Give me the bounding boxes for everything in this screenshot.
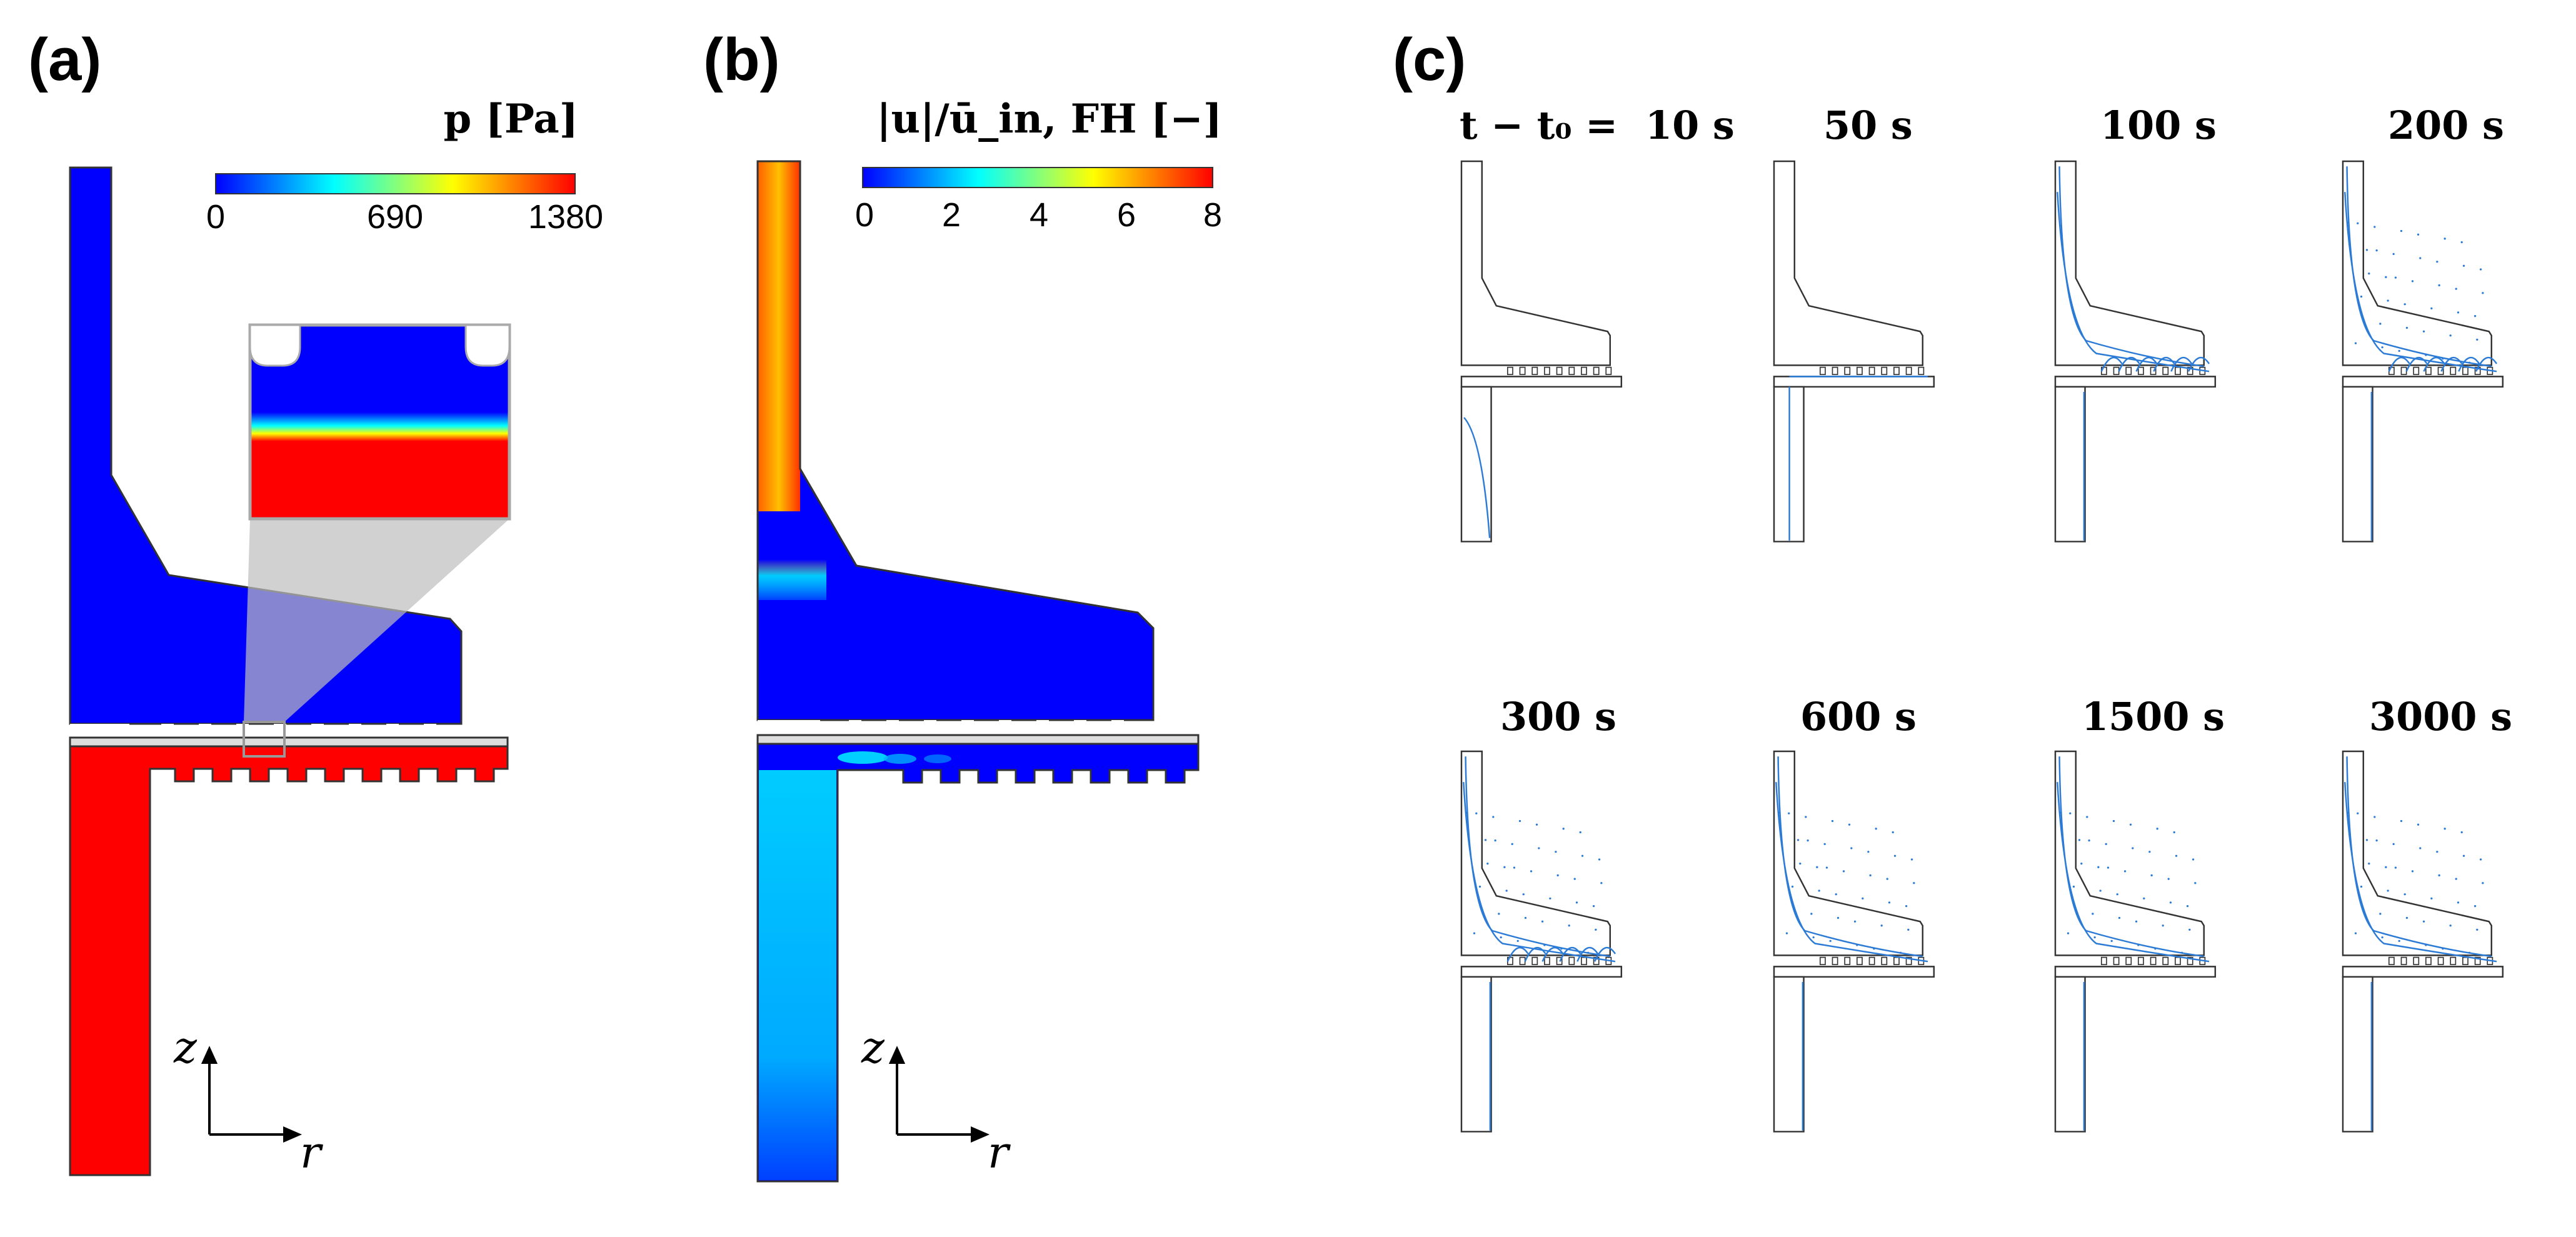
panel-b-jet-2 bbox=[884, 754, 916, 764]
panel-a-axes bbox=[201, 1046, 303, 1143]
panel-a-plate bbox=[69, 736, 509, 748]
panel-b-axes bbox=[888, 1046, 990, 1143]
snapshot-5-traces bbox=[1463, 756, 1616, 1131]
panel-a-colorbar bbox=[215, 173, 576, 194]
snapshot-3 bbox=[2054, 160, 2217, 543]
panel-b-colorbar bbox=[862, 167, 1213, 188]
panel-a: (a) p [Pa] 0 690 1380 bbox=[28, 26, 603, 1178]
snapshot-6-time: 600 s bbox=[1800, 694, 1917, 739]
snapshot-1-traces bbox=[1463, 417, 1491, 538]
snapshot-7 bbox=[2054, 750, 2217, 1133]
panel-c: (c) t − t₀ = 10 s 50 s 100 s 200 s 300 s… bbox=[1393, 26, 2512, 1133]
snapshot-2-traces bbox=[1788, 376, 1928, 541]
panel-b-jet-1 bbox=[838, 751, 888, 764]
snapshot-7-traces bbox=[2057, 756, 2210, 1131]
panel-b-tick-4: 8 bbox=[1203, 196, 1222, 234]
panel-b-tick-0: 0 bbox=[855, 196, 874, 234]
panel-b-plate bbox=[756, 734, 1200, 745]
snapshot-8-time: 3000 s bbox=[2369, 694, 2512, 739]
snapshot-8 bbox=[2342, 750, 2504, 1133]
snapshot-2-time: 50 s bbox=[1823, 103, 1913, 148]
snapshot-2 bbox=[1773, 160, 1935, 543]
panel-b-tick-3: 6 bbox=[1117, 196, 1136, 234]
panel-a-zoom-cone bbox=[244, 519, 509, 722]
snapshot-4-time: 200 s bbox=[2388, 103, 2504, 148]
panel-b-colorbar-title: |u|/ū_in, FH [−] bbox=[876, 96, 1222, 143]
panel-a-label: (a) bbox=[28, 26, 101, 93]
panel-b-inlet-pipe bbox=[759, 770, 836, 1180]
panel-b-tick-1: 2 bbox=[942, 196, 961, 234]
panel-b-upper-slots bbox=[849, 720, 1124, 734]
snapshot-5 bbox=[1460, 750, 1623, 1133]
snapshot-4 bbox=[2342, 160, 2504, 543]
panel-a-tick-1: 690 bbox=[367, 198, 423, 236]
snapshot-5-time: 300 s bbox=[1500, 694, 1616, 739]
panel-a-axis-r: r bbox=[300, 1127, 323, 1178]
panel-b-axis-r: r bbox=[988, 1127, 1011, 1178]
panel-c-time-prefix: t − t₀ = bbox=[1460, 103, 1618, 148]
panel-b-tick-2: 4 bbox=[1030, 196, 1048, 234]
snapshot-1 bbox=[1460, 160, 1623, 543]
panel-a-zoom-source bbox=[243, 721, 286, 758]
panel-a-zoom-slot-left bbox=[249, 324, 301, 367]
panel-a-lower-region bbox=[69, 745, 509, 1176]
snapshot-6-traces bbox=[1775, 756, 1928, 1131]
snapshot-1-time: 10 s bbox=[1645, 103, 1735, 148]
panel-a-tick-2: 1380 bbox=[528, 198, 603, 236]
panel-a-zoom-inset bbox=[248, 323, 511, 521]
panel-a-notch bbox=[70, 724, 129, 736]
panel-a-zoom-slot-right bbox=[464, 324, 511, 367]
panel-b: (b) |u|/ū_in, FH [−] 0 2 4 6 bbox=[703, 26, 1222, 1183]
snapshot-8-traces bbox=[2344, 756, 2497, 1131]
panel-a-upper-slots bbox=[161, 724, 436, 736]
snapshot-3-traces bbox=[2057, 166, 2210, 541]
panel-b-jet-3 bbox=[924, 754, 951, 763]
panel-b-axis-z: z bbox=[861, 1022, 885, 1073]
snapshot-7-time: 1500 s bbox=[2082, 694, 2225, 739]
panel-b-chimney-fade bbox=[758, 438, 826, 600]
panel-b-label: (b) bbox=[703, 26, 780, 93]
panel-a-tick-0: 0 bbox=[206, 198, 225, 236]
snapshot-3-time: 100 s bbox=[2100, 103, 2217, 148]
panel-a-axis-z: z bbox=[173, 1022, 198, 1073]
snapshot-4-traces bbox=[2344, 166, 2498, 541]
snapshot-6 bbox=[1773, 750, 1935, 1133]
snapshot-grid bbox=[1460, 160, 2504, 1133]
panel-a-colorbar-title: p [Pa] bbox=[444, 96, 578, 143]
panel-c-label: (c) bbox=[1393, 26, 1466, 93]
